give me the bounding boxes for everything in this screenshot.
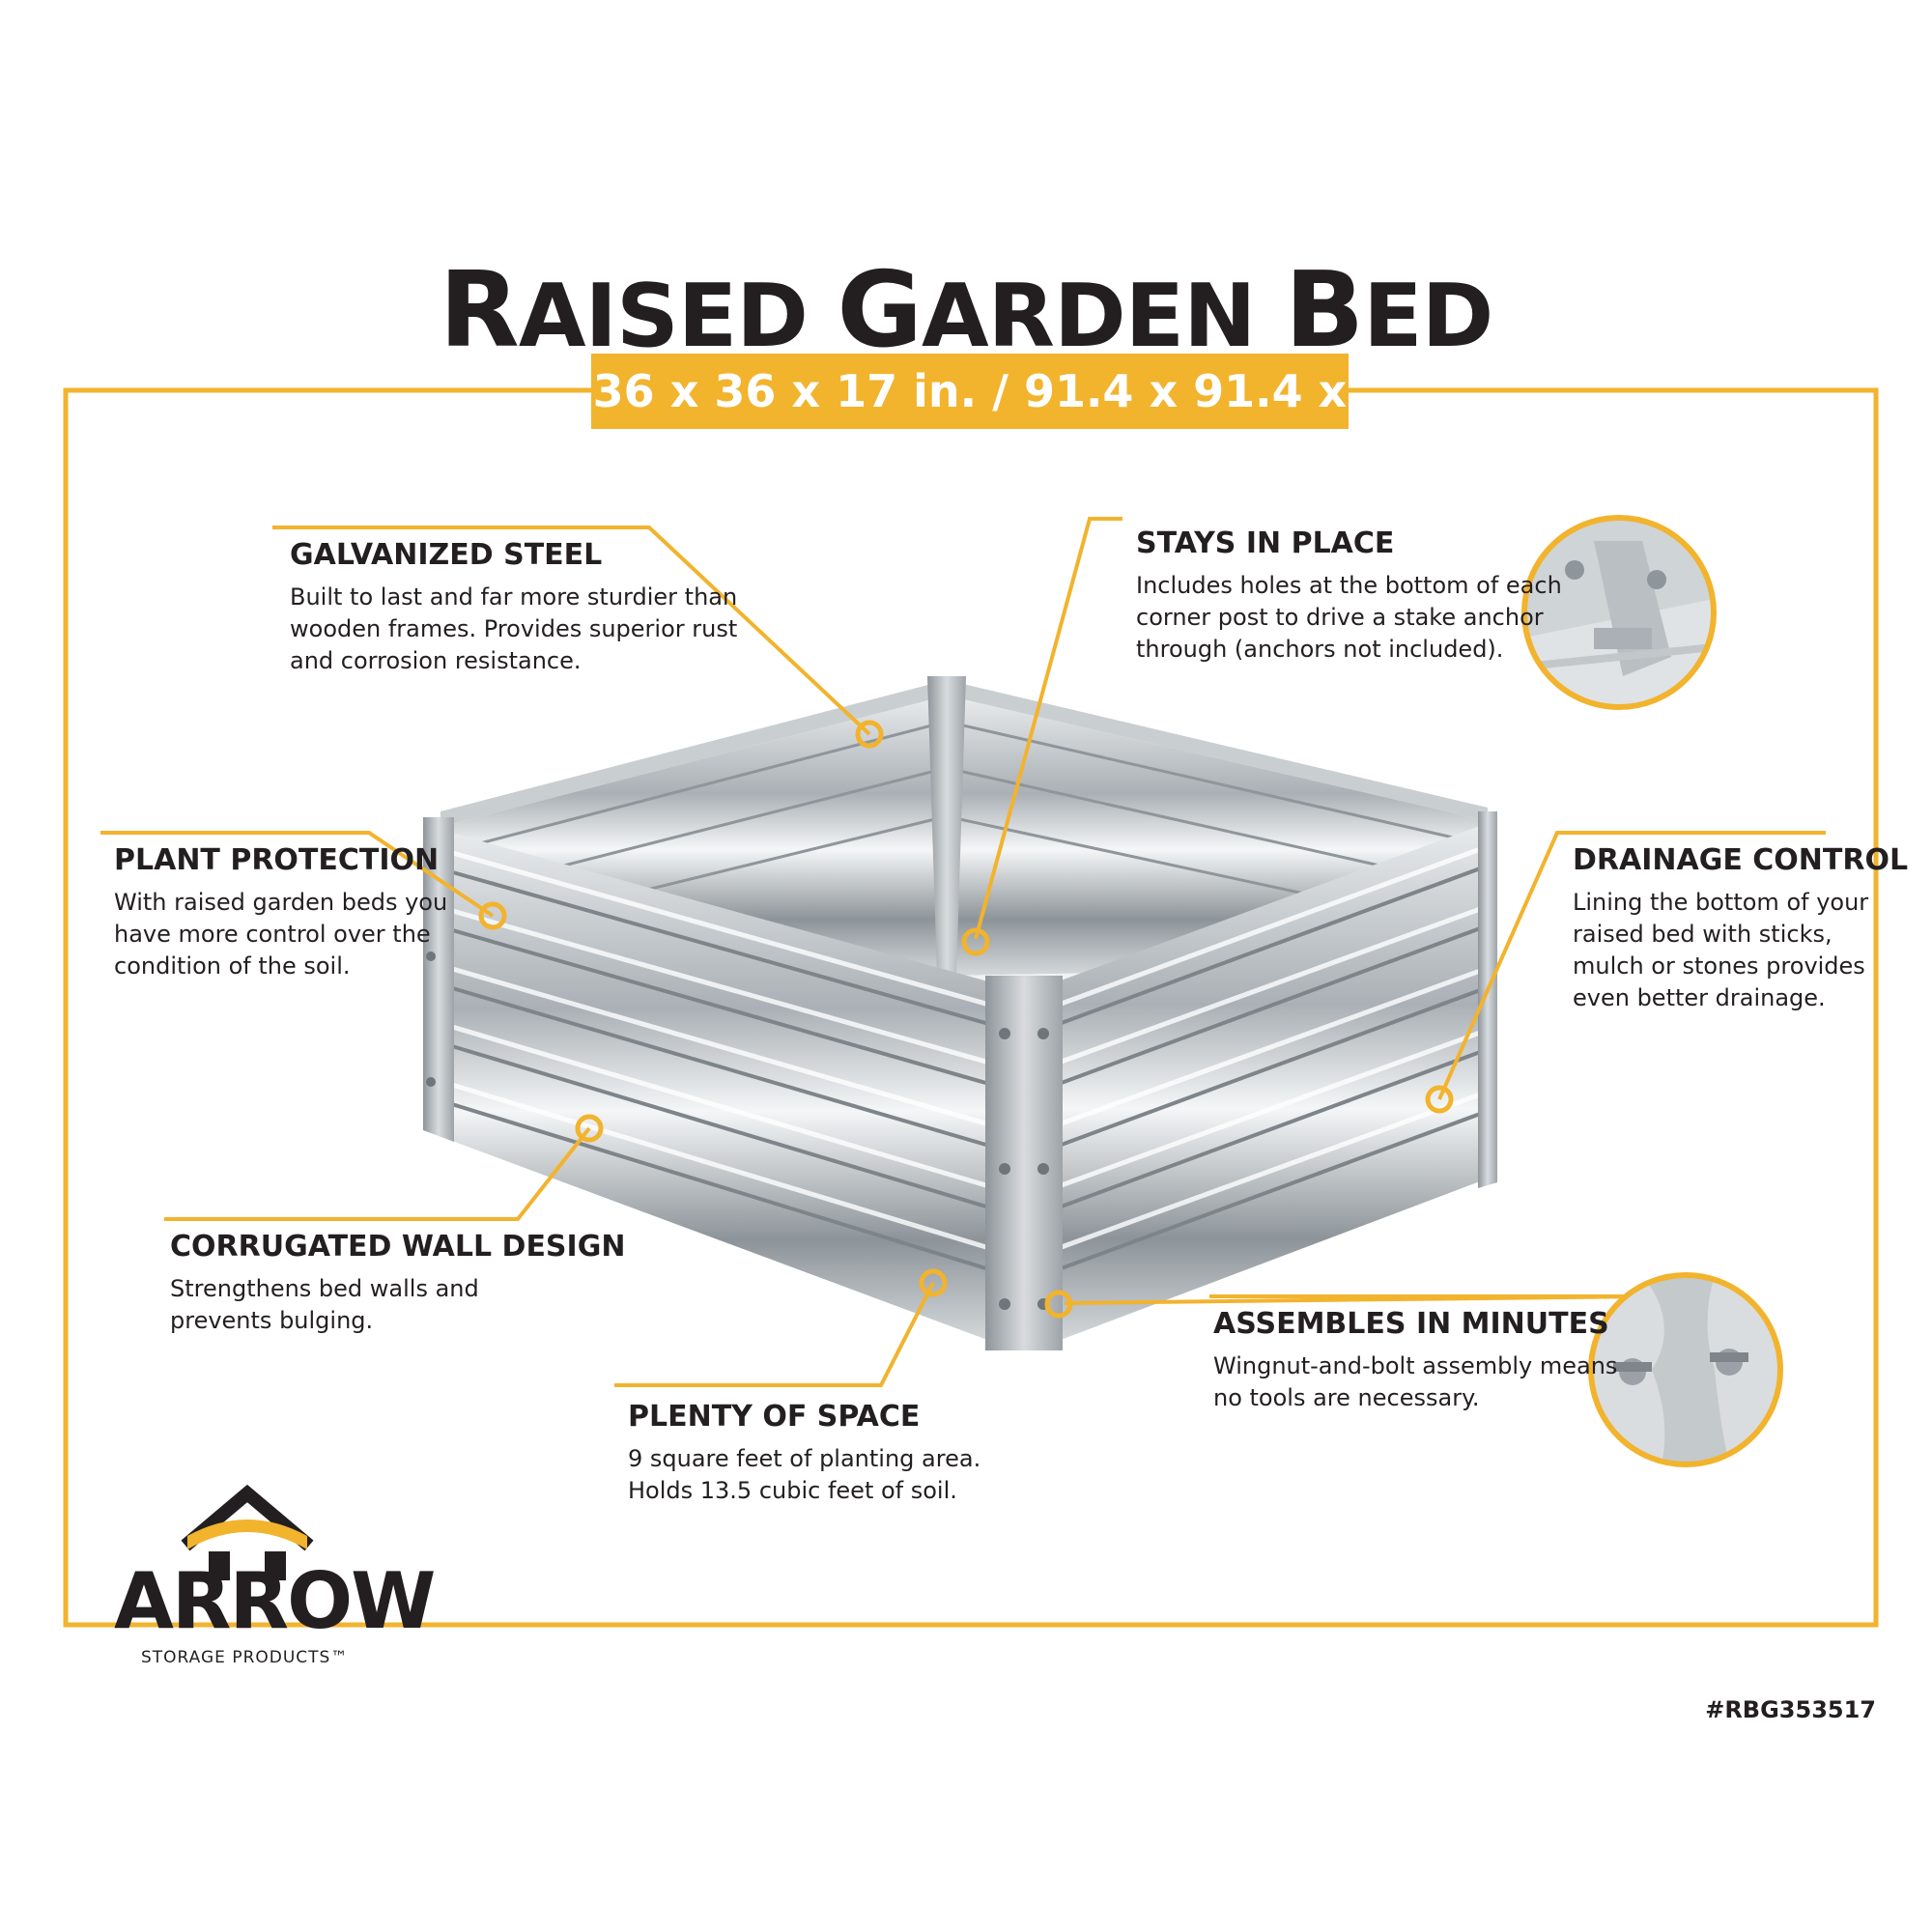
feature-text-line: have more control over the — [114, 921, 431, 948]
feature-galvanized-steel: GALVANIZED STEEL Built to last and far m… — [290, 541, 737, 677]
detail-corner-anchor-image — [1521, 515, 1717, 710]
frame-left — [63, 387, 591, 1628]
feature-text-line: condition of the soil. — [114, 952, 351, 980]
feature-assembles-in-minutes: ASSEMBLES IN MINUTES Wingnut-and-bolt as… — [1213, 1310, 1617, 1414]
feature-plant-protection: PLANT PROTECTION With raised garden beds… — [114, 846, 447, 982]
feature-text-line: Strengthens bed walls and — [170, 1275, 479, 1302]
feature-text-line: Wingnut-and-bolt assembly means — [1213, 1352, 1618, 1379]
feature-stays-in-place: STAYS IN PLACE Includes holes at the bot… — [1136, 529, 1562, 666]
callout-dots — [478, 720, 1454, 1319]
feature-text-line: prevents bulging. — [170, 1307, 374, 1334]
arrow-house-logo-icon — [181, 1484, 314, 1580]
feature-heading: PLENTY OF SPACE — [628, 1400, 921, 1434]
brand-logo-text: ARROW — [114, 1556, 436, 1646]
feature-text-line: even better drainage. — [1573, 984, 1826, 1011]
feature-drainage-control: DRAINAGE CONTROL Lining the bottom of yo… — [1573, 846, 1908, 1014]
feature-heading: STAYS IN PLACE — [1136, 526, 1395, 560]
feature-heading: GALVANIZED STEEL — [290, 538, 603, 572]
feature-text-line: Lining the bottom of your — [1573, 889, 1869, 916]
feature-text-line: mulch or stones provides — [1573, 952, 1865, 980]
feature-plenty-of-space: PLENTY OF SPACE 9 square feet of plantin… — [628, 1403, 980, 1507]
feature-text-line: 9 square feet of planting area. — [628, 1445, 981, 1472]
feature-text-line: Built to last and far more sturdier than — [290, 583, 738, 611]
feature-text-line: wooden frames. Provides superior rust — [290, 615, 738, 642]
dimension-banner — [591, 354, 1349, 429]
feature-corrugated-wall: CORRUGATED WALL DESIGN Strengthens bed w… — [170, 1233, 625, 1337]
page-title: RAISED GARDEN BED — [439, 250, 1494, 371]
feature-text-line: raised bed with sticks, — [1573, 921, 1833, 948]
brand-tagline: STORAGE PRODUCTS™ — [141, 1648, 349, 1667]
detail-wingnut-image — [1588, 1272, 1783, 1467]
feature-text-line: Includes holes at the bottom of each — [1136, 572, 1562, 599]
feature-heading: ASSEMBLES IN MINUTES — [1213, 1307, 1609, 1341]
feature-text-line: With raised garden beds you — [114, 889, 448, 916]
feature-heading: DRAINAGE CONTROL — [1573, 843, 1909, 877]
garden-bed-illustration — [423, 676, 1497, 1350]
feature-heading: CORRUGATED WALL DESIGN — [170, 1230, 626, 1264]
feature-text-line: Holds 13.5 cubic feet of soil. — [628, 1477, 957, 1504]
model-number: #RBG353517 — [1705, 1696, 1876, 1723]
feature-text-line: corner post to drive a stake anchor — [1136, 604, 1544, 631]
feature-text-line: and corrosion resistance. — [290, 647, 582, 674]
feature-heading: PLANT PROTECTION — [114, 843, 440, 877]
dimension-text: 36 x 36 x 17 in. / 91.4 x 91.4 x 43.2 cm — [592, 365, 1348, 493]
feature-text-line: through (anchors not included). — [1136, 636, 1504, 663]
feature-text-line: no tools are necessary. — [1213, 1384, 1480, 1411]
